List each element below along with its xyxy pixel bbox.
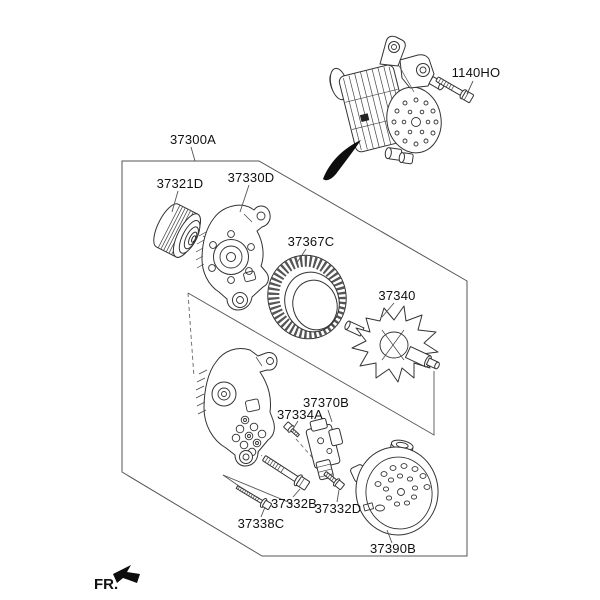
fr-direction-marker: FR. [94, 565, 140, 593]
label-37321D: 37321D [157, 176, 204, 191]
stator-drawing [267, 254, 347, 340]
rear-cover-drawing [350, 439, 439, 536]
fr-direction-arrow [113, 565, 140, 583]
label-37390B: 37390B [370, 541, 416, 556]
terminal-screw-drawing [283, 421, 300, 438]
through-bolt-drawing [262, 455, 311, 491]
pointer-swoosh [323, 140, 361, 181]
label-37367C: 37367C [288, 234, 335, 249]
label-37338C: 37338C [238, 516, 285, 531]
labels: 1140HO 37300A 37321D 37330D 37367C 37340… [157, 65, 501, 556]
pulley-drawing [153, 203, 201, 258]
small-bolt-drawing [323, 471, 345, 490]
label-1140HO: 1140HO [452, 65, 501, 80]
fr-label: FR. [94, 576, 118, 593]
stud-bolt-drawing [235, 485, 272, 510]
label-37340: 37340 [378, 288, 415, 303]
vent-holes [391, 97, 439, 147]
regulator-drawing [305, 417, 344, 481]
rear-bracket-drawing [195, 348, 278, 467]
label-37334A: 37334A [277, 407, 323, 422]
cover-vent-holes [374, 463, 431, 512]
mount-bolt-drawing [435, 76, 475, 104]
label-37330D: 37330D [228, 170, 275, 185]
label-37370B: 37370B [303, 395, 349, 410]
label-37332B: 37332B [271, 496, 317, 511]
label-37300A: 37300A [170, 132, 216, 147]
front-bracket-drawing [195, 204, 271, 311]
rotor-drawing [344, 305, 440, 383]
label-37332D: 37332D [315, 501, 362, 516]
assembled-alternator-drawing [329, 35, 445, 165]
group-box [121, 160, 468, 557]
